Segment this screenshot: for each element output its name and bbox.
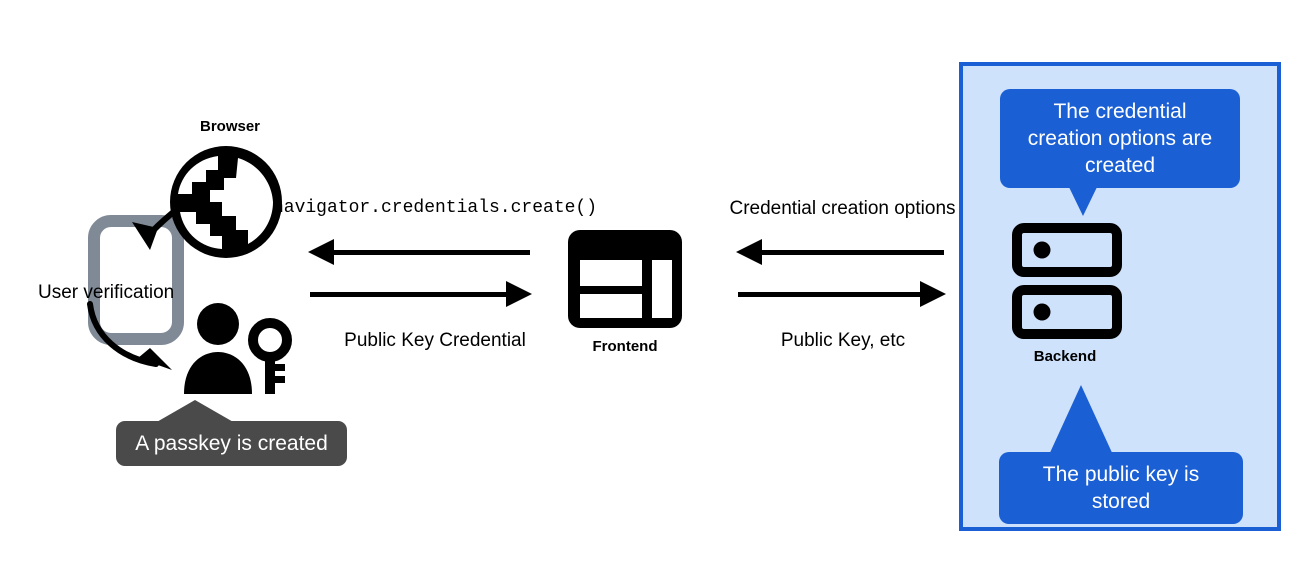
arrow-frontend-to-browser-line [334, 250, 530, 255]
arrow-frontend-to-backend-line [738, 292, 920, 297]
edge-label-navigator-credentials-create: navigator.credentials.create() [272, 198, 598, 218]
arrow-browser-to-frontend-line [310, 292, 506, 297]
globe-icon [166, 142, 286, 262]
backend-label: Backend [1033, 348, 1097, 365]
edge-label-public-key-credential: Public Key Credential [344, 330, 526, 351]
arrow-browser-to-frontend-head [506, 281, 532, 307]
mobile-phone-icon [88, 215, 184, 345]
window-layout-icon [566, 228, 684, 330]
callout-public-key-stored-pointer [1048, 385, 1114, 457]
callout-public-key-stored: The public key is stored [999, 452, 1243, 524]
edge-label-public-key-etc: Public Key, etc [780, 330, 906, 351]
edge-label-credential-creation-options: Credential creation options [729, 198, 956, 219]
person-with-key-icon [182, 302, 294, 396]
arrow-device-to-user [76, 300, 216, 390]
callout-credential-options: The credential creation options are crea… [1000, 89, 1240, 188]
arrow-browser-to-device [92, 178, 222, 288]
arrow-backend-to-frontend-line [762, 250, 944, 255]
browser-label: Browser [199, 118, 261, 135]
arrow-backend-to-frontend-head [736, 239, 762, 265]
arrow-frontend-to-backend-head [920, 281, 946, 307]
callout-passkey-created-pointer [155, 400, 235, 423]
frontend-label: Frontend [592, 338, 658, 355]
user-verification-label: User verification [38, 282, 175, 303]
callout-passkey-created: A passkey is created [116, 421, 347, 466]
arrow-frontend-to-browser-head [308, 239, 334, 265]
server-icon [1012, 223, 1122, 340]
